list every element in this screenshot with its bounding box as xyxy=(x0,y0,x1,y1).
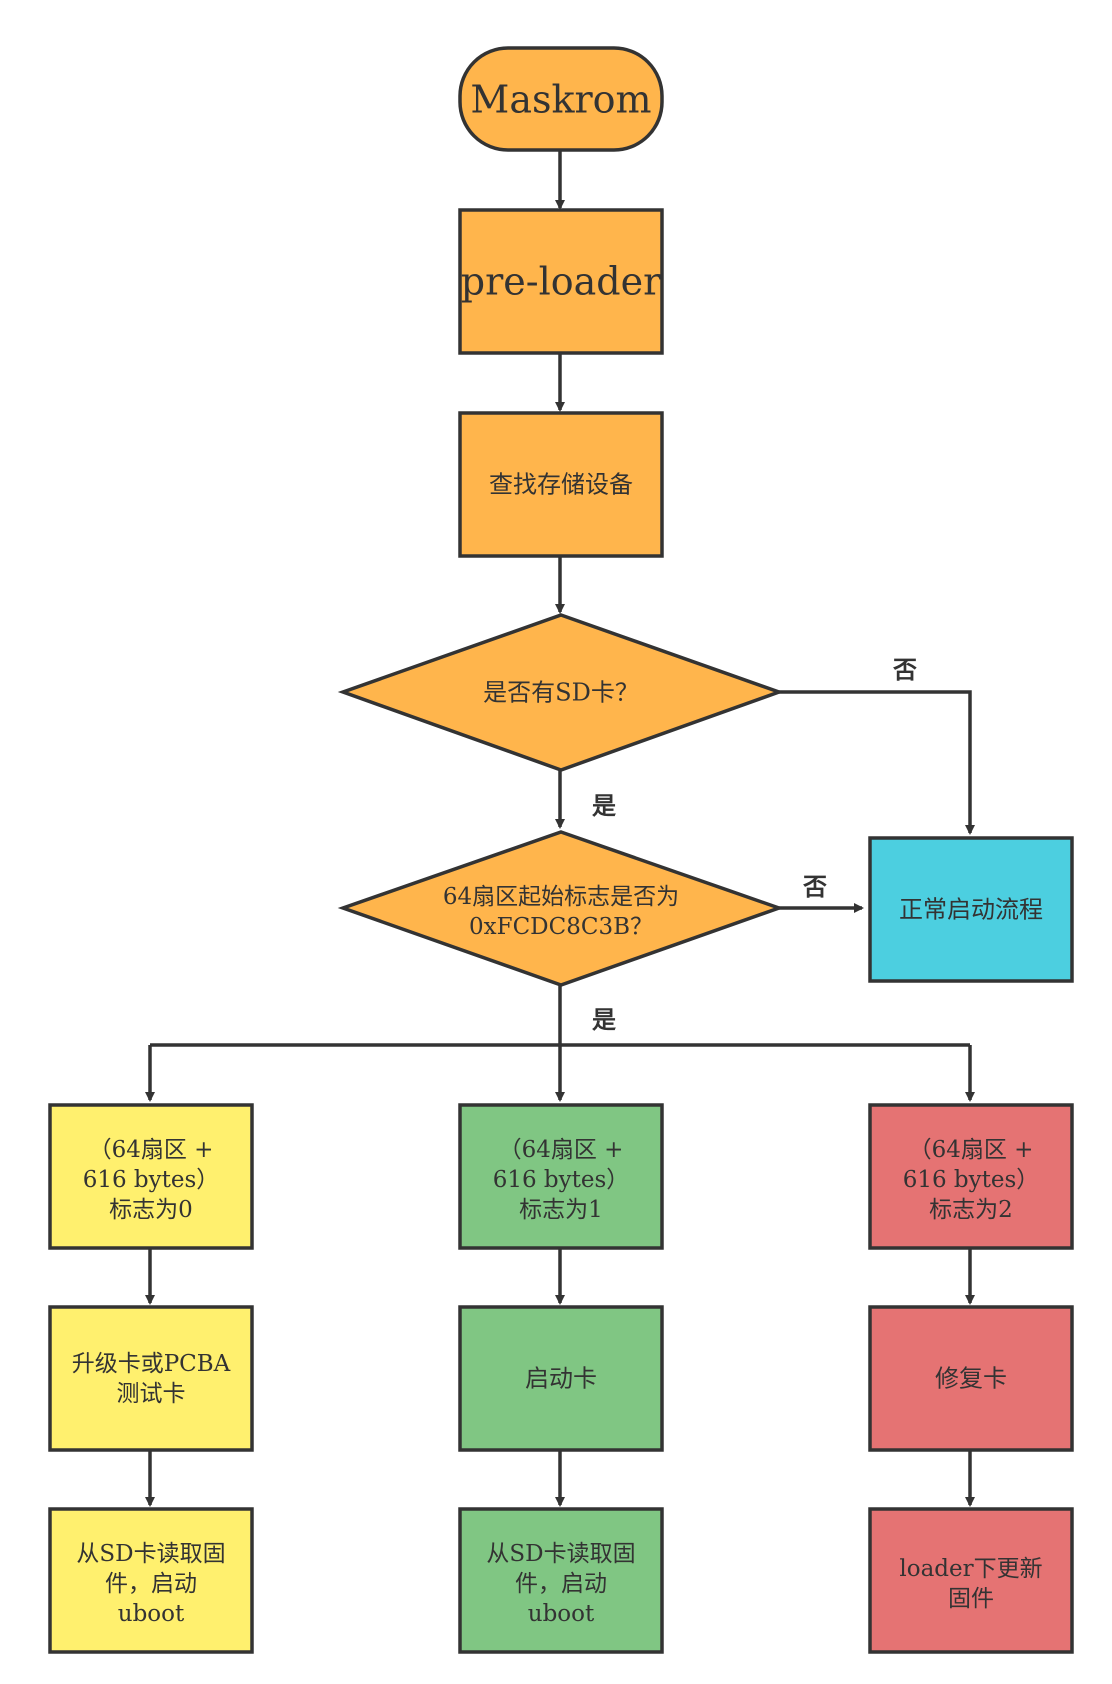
node-flag0: （64扇区 + 616 bytes） 标志为0 xyxy=(48,1103,254,1250)
node-shape xyxy=(458,1305,664,1452)
node-label: （64扇区 + 616 bytes） 标志为2 xyxy=(903,1137,1040,1223)
node-shape xyxy=(337,830,785,987)
node-label: pre-loader xyxy=(461,259,662,303)
node-label-line: Maskrom xyxy=(470,77,651,121)
node-shape xyxy=(48,1305,254,1452)
node-flag2: （64扇区 + 616 bytes） 标志为2 xyxy=(868,1103,1074,1250)
node-label: 是否有SD卡？ xyxy=(483,678,639,706)
node-label: 升级卡或PCBA 测试卡 xyxy=(72,1351,231,1407)
edge-labels: 否 是 否 是 xyxy=(592,656,917,1034)
node-label-line: 616 bytes） xyxy=(493,1167,630,1193)
node-label-line: 修复卡 xyxy=(935,1364,1007,1392)
node-label-line: pre-loader xyxy=(461,259,662,303)
node-label-line: 查找存储设备 xyxy=(489,470,633,498)
node-shape xyxy=(337,613,785,772)
node-shape xyxy=(458,411,664,558)
node-label: 从SD卡读取固件，启动 uboot xyxy=(486,1541,635,1627)
edges xyxy=(145,150,975,1507)
node-label-line: 从SD卡读取固 xyxy=(486,1541,635,1567)
node-label: 64扇区起始标志是否为 0xFCDC8C3B？ xyxy=(443,884,679,940)
node-shape xyxy=(48,1507,254,1654)
node-shape xyxy=(458,1507,664,1654)
node-read-fw-1: 从SD卡读取固件，启动 uboot xyxy=(458,1507,664,1654)
node-loader-update: loader下更新固件 xyxy=(868,1507,1074,1654)
node-label-line: 标志为1 xyxy=(519,1197,603,1223)
node-boot-card: 启动卡 xyxy=(458,1305,664,1452)
node-label-line: （64扇区 + xyxy=(89,1137,214,1163)
node-normal-boot: 正常启动流程 xyxy=(868,836,1074,983)
node-flag1: （64扇区 + 616 bytes） 标志为1 xyxy=(458,1103,664,1250)
node-repair-card: 修复卡 xyxy=(868,1305,1074,1452)
edge-label-yes-sd: 是 xyxy=(592,792,616,820)
node-label-line: 启动卡 xyxy=(525,1364,597,1392)
edge-label-no-sd: 否 xyxy=(892,656,917,684)
edge-label-yes-flag: 是 xyxy=(592,1006,616,1034)
node-label-line: 616 bytes） xyxy=(83,1167,220,1193)
node-shape xyxy=(458,1103,664,1250)
node-shape xyxy=(458,46,664,152)
node-label-line: 从SD卡读取固 xyxy=(76,1541,225,1567)
node-read-fw-0: 从SD卡读取固件，启动 uboot xyxy=(48,1507,254,1654)
edge-label-no-flag: 否 xyxy=(802,873,827,901)
node-label-line: 0xFCDC8C3B？ xyxy=(469,914,653,940)
node-label-line: 件，启动 xyxy=(105,1571,197,1597)
node-label: （64扇区 + 616 bytes） 标志为0 xyxy=(83,1137,220,1223)
node-preloader: pre-loader xyxy=(458,208,664,355)
node-label: 从SD卡读取固件，启动 uboot xyxy=(76,1541,225,1627)
node-shape xyxy=(868,836,1074,983)
node-label: 修复卡 xyxy=(935,1364,1007,1392)
node-shape xyxy=(868,1305,1074,1452)
node-check-flag: 64扇区起始标志是否为 0xFCDC8C3B？ xyxy=(337,830,785,987)
node-shape xyxy=(868,1507,1074,1654)
node-label: 查找存储设备 xyxy=(489,470,633,498)
node-label-line: uboot xyxy=(528,1601,595,1627)
node-label-line: 是否有SD卡？ xyxy=(483,678,639,706)
node-label: 启动卡 xyxy=(525,1364,597,1392)
node-label-line: 测试卡 xyxy=(117,1381,186,1407)
node-label: 正常启动流程 xyxy=(899,895,1043,923)
edge-hassd-no xyxy=(779,690,975,835)
node-label-line: 件，启动 xyxy=(515,1571,607,1597)
node-shape xyxy=(868,1103,1074,1250)
node-label-line: 64扇区起始标志是否为 xyxy=(443,884,679,910)
node-label: Maskrom xyxy=(470,77,651,121)
node-label-line: 标志为2 xyxy=(929,1197,1013,1223)
node-maskrom: Maskrom xyxy=(458,46,664,152)
node-upgrade-card: 升级卡或PCBA 测试卡 xyxy=(48,1305,254,1452)
node-shape xyxy=(458,208,664,355)
node-label-line: loader下更新 xyxy=(899,1556,1042,1582)
node-label-line: （64扇区 + xyxy=(909,1137,1034,1163)
node-shape xyxy=(48,1103,254,1250)
node-label-line: （64扇区 + xyxy=(499,1137,624,1163)
node-label: （64扇区 + 616 bytes） 标志为1 xyxy=(493,1137,630,1223)
node-label-line: uboot xyxy=(118,1601,185,1627)
node-label-line: 标志为0 xyxy=(109,1197,193,1223)
node-label-line: 616 bytes） xyxy=(903,1167,1040,1193)
node-label-line: 升级卡或PCBA xyxy=(72,1351,231,1377)
node-has-sd: 是否有SD卡？ xyxy=(337,613,785,772)
node-label-line: 固件 xyxy=(948,1586,994,1612)
node-find-storage: 查找存储设备 xyxy=(458,411,664,558)
node-label: loader下更新固件 xyxy=(899,1556,1042,1612)
node-label-line: 正常启动流程 xyxy=(899,895,1043,923)
